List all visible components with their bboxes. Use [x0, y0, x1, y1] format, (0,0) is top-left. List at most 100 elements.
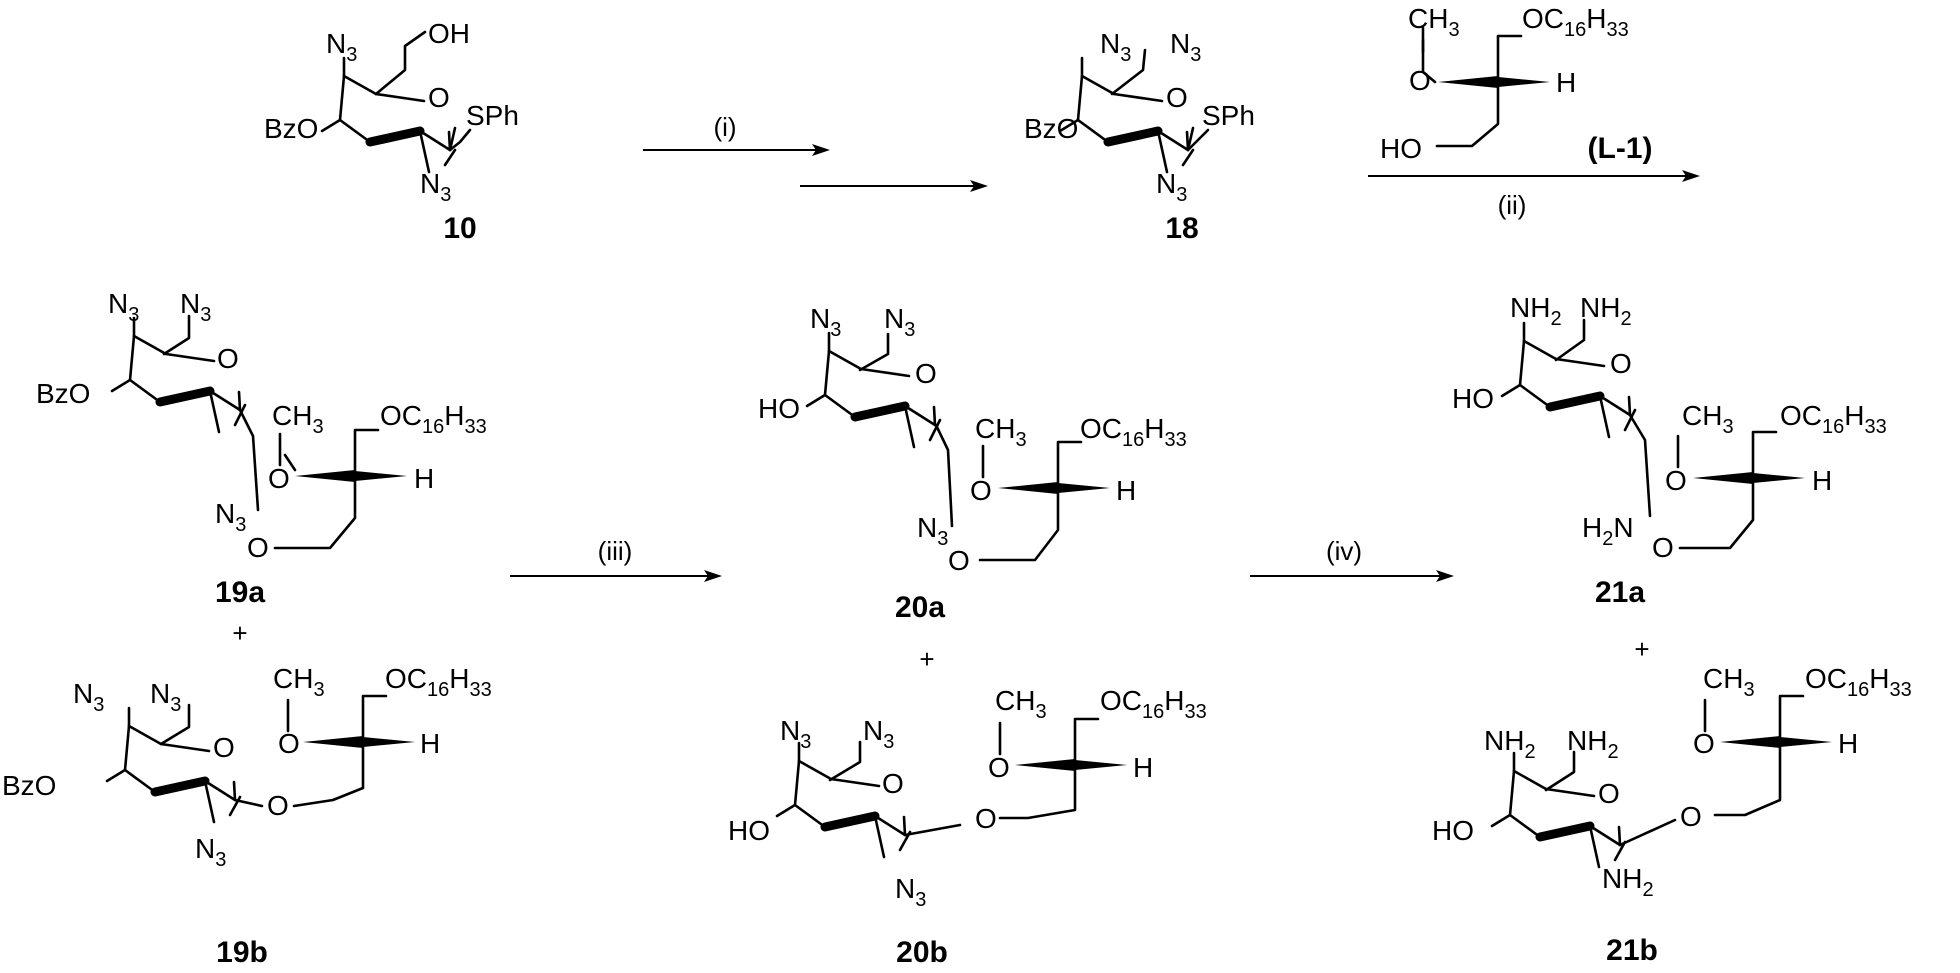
hexadecyloxy-label: OC16H33 [1522, 3, 1629, 41]
plus-sign: + [919, 644, 934, 674]
methyl-label: CH3 [1408, 3, 1460, 41]
ring-oxygen-label: O [915, 358, 937, 389]
glycosidic-oxygen-label: O [267, 790, 289, 821]
glycerol-acceptor-L1: O CH3 OC16H33 H HO (L-1) [1380, 3, 1652, 165]
compound-10: OH N3 O SPh BzO N3 10 [264, 18, 519, 245]
compound-18: N3 N3 O SPh BzO N3 18 [1024, 28, 1255, 245]
azide-label: N3 [215, 498, 246, 536]
hydrogen-label: H [1133, 752, 1153, 783]
thiophenyl-label: SPh [1202, 100, 1255, 131]
hydroxyl-label: HO [728, 815, 770, 846]
acceptor-label-L1: (L-1) [1588, 132, 1653, 165]
azide-label: N3 [326, 28, 357, 66]
ring-oxygen-label: O [217, 343, 239, 374]
compound-label-19b: 19b [216, 936, 268, 969]
compound-19b: N3 N3 O CH3 OC16H33 O H BzO O N3 19b [2, 663, 492, 969]
azide-label: N3 [1100, 28, 1131, 66]
azide-label: N3 [780, 715, 811, 753]
azide-label: N3 [884, 303, 915, 341]
thiophenyl-label: SPh [466, 100, 519, 131]
step-iii-arrow: (iii) [510, 536, 722, 582]
amine-label: NH2 [1510, 292, 1562, 330]
compound-20a: N3 N3 O CH3 OC16H33 O H HO N3 O 20a [758, 303, 1187, 624]
hexadecyloxy-label: OC16H33 [1080, 413, 1187, 451]
hydrogen-label: H [1838, 728, 1858, 759]
hydroxyl-label: HO [1380, 133, 1422, 164]
hexadecyloxy-label: OC16H33 [1100, 685, 1207, 723]
glycosidic-oxygen-label: O [1680, 801, 1702, 832]
plus-sign: + [1634, 634, 1649, 664]
ether-oxygen-label: O [970, 475, 992, 506]
hexadecyloxy-label: OC16H33 [1805, 663, 1912, 701]
ring-oxygen-label: O [1598, 778, 1620, 809]
azide-label: N3 [420, 168, 451, 206]
glycosidic-oxygen-label: O [247, 532, 269, 563]
reagent-label-iv: (iv) [1326, 536, 1362, 566]
hydroxyl-label: HO [1452, 383, 1494, 414]
ring-oxygen-label: O [1166, 82, 1188, 113]
azide-label: N3 [108, 288, 139, 326]
ether-oxygen-label: O [268, 463, 290, 494]
compound-21a: NH2 NH2 O CH3 OC16H33 O H HO H2N O 21a [1452, 292, 1887, 609]
methyl-label: CH3 [975, 413, 1027, 451]
glycosidic-oxygen-label: O [1652, 532, 1674, 563]
hydrogen-label: H [1812, 465, 1832, 496]
hydrogen-label: H [420, 728, 440, 759]
reagent-label-i: (i) [713, 112, 736, 142]
ether-oxygen-label: O [1693, 728, 1715, 759]
step-iv-arrow: (iv) [1250, 536, 1454, 582]
hexadecyloxy-label: OC16H33 [1780, 400, 1887, 438]
amine-label: NH2 [1567, 725, 1619, 763]
step-i-arrows: (i) [643, 112, 988, 192]
methyl-label: CH3 [1703, 663, 1755, 701]
ring-oxygen-label: O [428, 82, 450, 113]
compound-label-10: 10 [443, 212, 476, 245]
ring-oxygen-label: O [1610, 348, 1632, 379]
hydroxyl-label: HO [1432, 815, 1474, 846]
azide-label: N3 [895, 873, 926, 911]
azide-label: N3 [1156, 168, 1187, 206]
compound-label-20b: 20b [896, 936, 948, 969]
compound-label-21b: 21b [1606, 934, 1658, 967]
compound-label-19a: 19a [215, 576, 265, 609]
azide-label: N3 [180, 288, 211, 326]
methyl-label: CH3 [1682, 400, 1734, 438]
plus-sign: + [232, 618, 247, 648]
ether-oxygen-label: O [278, 728, 300, 759]
compound-label-18: 18 [1165, 212, 1198, 245]
compound-19a: N3 N3 O CH3 OC16H33 O H BzO N3 O 19a [36, 288, 487, 609]
amine-label: NH2 [1602, 863, 1654, 901]
methyl-label: CH3 [995, 685, 1047, 723]
ring-oxygen-label: O [213, 732, 235, 763]
ether-oxygen-label: O [988, 752, 1010, 783]
hydrogen-label: H [1556, 67, 1576, 98]
reagent-label-ii: (ii) [1498, 190, 1527, 220]
amine-label: NH2 [1484, 725, 1536, 763]
ether-oxygen-label: O [1665, 465, 1687, 496]
hexadecyloxy-label: OC16H33 [385, 663, 492, 701]
hydroxyl-label: OH [428, 18, 470, 49]
glycosidic-oxygen-label: O [975, 803, 997, 834]
hydrogen-label: H [1116, 475, 1136, 506]
azide-label: N3 [73, 678, 104, 716]
azide-label: N3 [195, 833, 226, 871]
benzoyloxy-label: BzO [36, 378, 90, 409]
benzoyloxy-label: BzO [1024, 113, 1078, 144]
azide-label: N3 [1170, 28, 1201, 66]
hexadecyloxy-label: OC16H33 [380, 400, 487, 438]
ring-oxygen-label: O [882, 768, 904, 799]
azide-label: N3 [810, 303, 841, 341]
compound-20b: N3 N3 O CH3 OC16H33 O H HO O N3 20b [728, 685, 1207, 969]
benzoyloxy-label: BzO [2, 770, 56, 801]
methyl-label: CH3 [273, 663, 325, 701]
hydrogen-label: H [414, 463, 434, 494]
compound-label-21a: 21a [1595, 576, 1645, 609]
step-ii-arrow: (ii) [1368, 170, 1700, 220]
glycosidic-oxygen-label: O [948, 545, 970, 576]
reagent-label-iii: (iii) [598, 536, 633, 566]
hydroxyl-label: HO [758, 393, 800, 424]
benzoyloxy-label: BzO [264, 113, 318, 144]
azide-label: N3 [150, 678, 181, 716]
azide-label: N3 [917, 512, 948, 550]
